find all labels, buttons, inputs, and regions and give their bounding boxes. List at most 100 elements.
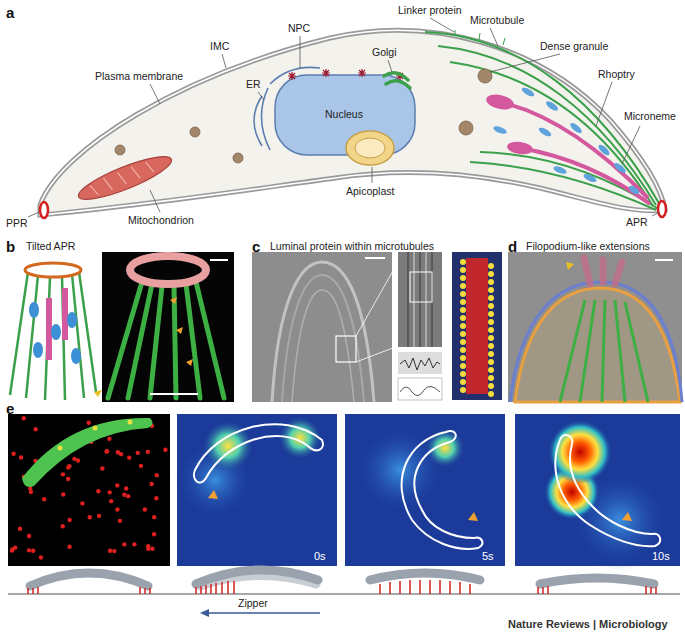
dense-granule — [478, 69, 492, 83]
fluorescence-image — [66, 465, 70, 469]
fluorescence-image — [100, 466, 104, 470]
tomogram-image — [150, 393, 198, 395]
microtubule-zoom — [407, 252, 409, 347]
zipper-schematic — [28, 587, 150, 594]
cryo-em-image — [282, 275, 364, 402]
leader-line — [372, 167, 373, 183]
fluorescence-image — [107, 437, 111, 441]
traction-force-map — [194, 424, 323, 482]
tomogram-image — [196, 282, 224, 398]
leader-line — [388, 60, 392, 72]
golgi — [386, 81, 410, 88]
leader-line — [258, 92, 264, 100]
time-label: 10s — [652, 550, 670, 563]
fluorescence-image — [127, 455, 131, 459]
panel-letter: b — [6, 238, 15, 255]
microtubule-zoom — [425, 252, 427, 347]
rhoptry — [520, 148, 650, 204]
panel-letter: a — [6, 4, 14, 21]
luminal-protein-model — [460, 323, 466, 329]
traction-force-map — [622, 512, 632, 521]
fluorescence-image — [88, 515, 92, 519]
fluorescence-image — [126, 494, 130, 498]
microtubule-zoom — [410, 272, 432, 302]
microtubule-zoom — [400, 358, 440, 370]
part-label: Plasma membrane — [95, 70, 183, 82]
microneme — [613, 161, 628, 175]
part-label: Microtubule — [470, 14, 524, 26]
microtubule-zoom — [398, 378, 442, 400]
cell-outline — [40, 30, 665, 215]
leader-line — [300, 36, 301, 68]
part-label: Linker protein — [398, 4, 462, 16]
rhoptry — [506, 140, 533, 156]
linker-protein — [455, 30, 456, 36]
panel-title: Luminal protein within microtubules — [270, 240, 434, 252]
cryo-em-image — [252, 252, 392, 402]
apr-schematic — [10, 272, 96, 400]
fluorescence-image — [107, 490, 111, 494]
fluorescence-image — [146, 547, 150, 551]
tomogram-image — [186, 359, 193, 366]
leader-line — [490, 54, 560, 72]
time-label: 0s — [314, 550, 326, 563]
apr-schematic — [46, 298, 52, 360]
fluorescence-image — [124, 486, 128, 490]
dense-granule — [233, 153, 243, 163]
luminal-protein-model — [488, 343, 494, 349]
panel-letter: d — [508, 238, 517, 255]
fluorescence-image — [116, 450, 120, 454]
microtubule-zoom — [408, 252, 432, 347]
filopodia-image — [560, 300, 648, 402]
part-label: Apicoplast — [346, 185, 394, 197]
microtubule-zoom — [398, 252, 442, 400]
traction-force-map — [402, 431, 483, 549]
luminal-protein-model — [488, 335, 494, 341]
linker-protein — [455, 30, 505, 45]
fluorescence-image — [136, 451, 140, 455]
fluorescence-image — [152, 532, 156, 536]
zipper-schematic — [380, 580, 470, 594]
luminal-protein-model — [488, 367, 494, 373]
endoplasmic-reticulum — [254, 67, 320, 150]
microneme — [597, 143, 611, 157]
microtubule-zoom — [414, 252, 426, 347]
filopodia-image — [625, 302, 648, 402]
fluorescence-image — [112, 549, 116, 553]
filopodia-image — [615, 300, 625, 402]
microtubule-zoom — [400, 386, 440, 395]
fluorescence-image — [8, 414, 170, 566]
traction-force-map — [345, 414, 505, 566]
cryo-em-image — [365, 257, 385, 259]
tomogram-image — [150, 286, 162, 398]
fluorescence-image — [122, 542, 126, 546]
microtubule — [470, 162, 656, 210]
part-label: Mitochondrion — [128, 214, 194, 226]
microtubule — [450, 62, 653, 206]
filopodia-image — [566, 262, 574, 270]
microneme — [552, 165, 567, 175]
apr-schematic — [51, 324, 61, 340]
zipper-schematic — [30, 570, 654, 586]
luminal-protein-model — [460, 331, 466, 337]
golgi — [384, 73, 408, 80]
part-label: Nucleus — [325, 108, 363, 120]
nucleus — [275, 75, 415, 155]
fluorescence-image — [13, 545, 17, 549]
luminal-protein-model — [460, 299, 466, 305]
cryo-em-image — [292, 290, 354, 402]
apr-schematic — [62, 288, 68, 340]
endoplasmic-reticulum — [254, 96, 262, 146]
fluorescence-image — [27, 534, 31, 538]
apr-schematic — [10, 272, 28, 395]
luminal-protein-model — [460, 307, 466, 313]
luminal-protein-model — [460, 275, 466, 281]
part-label: Microneme — [624, 110, 676, 122]
fluorescence-image — [27, 548, 31, 552]
traction-force-map — [548, 420, 612, 484]
luminal-protein-model — [488, 295, 494, 301]
fluorescence-image — [139, 464, 143, 468]
luminal-protein-model — [460, 315, 466, 321]
filopodia-image — [584, 258, 590, 284]
fluorescence-image — [80, 501, 84, 505]
